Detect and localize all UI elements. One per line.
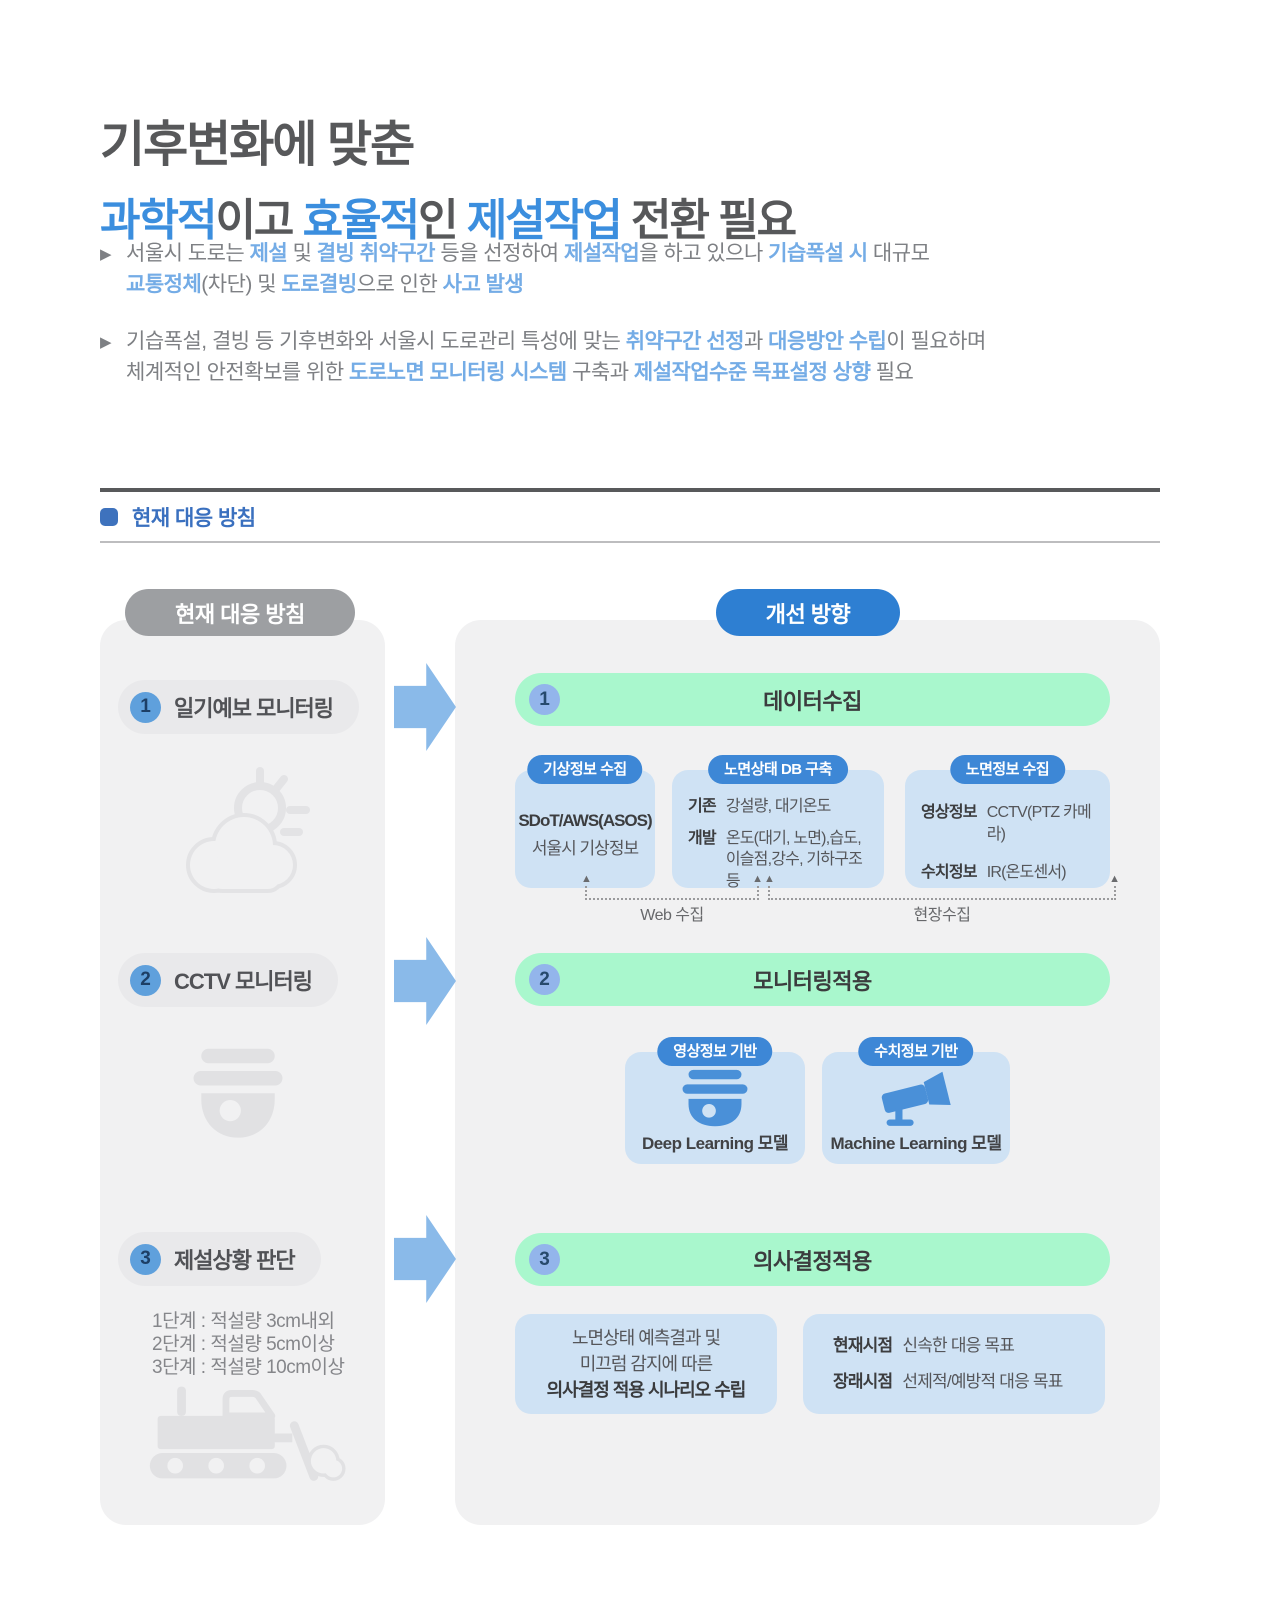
intro-bullet-2-text: 기습폭설, 결빙 등 기후변화와 서울시 도로관리 특성에 맞는 취약구간 선정… <box>126 330 986 384</box>
step-number-badge: 2 <box>529 964 560 995</box>
dome-camera-icon <box>682 1069 748 1126</box>
db-row-develop: 개발 온도(대기, 노면),습도, 이슬점,강수, 기하구조 등 <box>688 828 872 893</box>
intro-bullet-1-text: 서울시 도로는 제설 및 결빙 취약구간 등을 선정하여 제설작업을 하고 있으… <box>126 242 930 296</box>
snow-stage-list: 1단계 : 적설량 3cm내외 2단계 : 적설량 5cm이상 3단계 : 적설… <box>152 1310 345 1379</box>
policy-item-label: 제설상황 판단 <box>174 1248 296 1273</box>
scenario-line-bold: 의사결정 적용 시나리오 수립 <box>546 1380 747 1401</box>
bracket-label: 현장수집 <box>913 907 971 924</box>
divider-rule-top <box>100 488 1160 492</box>
current-policy-pill: 현재 대응 방침 <box>125 589 355 636</box>
row-value: 온도(대기, 노면),습도, 이슬점,강수, 기하구조 등 <box>725 829 863 890</box>
policy-item-cctv: 2 CCTV 모니터링 <box>118 953 338 1007</box>
step-title: 데이터수집 <box>763 688 862 714</box>
web-collection-bracket: ▲ ▲ Web 수집 <box>581 874 763 925</box>
weather-data-source: SDoT/AWS(ASOS) <box>518 811 652 830</box>
intro-bullet-1: ▶ 서울시 도로는 제설 및 결빙 취약구간 등을 선정하여 제설작업을 하고 … <box>100 238 1195 300</box>
goal-row-future: 장래시점 선제적/예방적 대응 목표 <box>833 1371 1105 1394</box>
arrow-up-icon: ▲ <box>1109 873 1120 885</box>
triangle-bullet-icon: ▶ <box>100 246 112 263</box>
scenario-line: 노면상태 예측결과 및 <box>571 1327 721 1348</box>
row-label: 수치정보 <box>921 864 977 882</box>
box-badge: 노면정보 수집 <box>949 755 1066 784</box>
item-number-badge: 3 <box>130 1243 161 1275</box>
page-title-line1: 기후변화에 맞춘 <box>100 117 415 172</box>
box-badge: 수치정보 기반 <box>858 1037 974 1066</box>
box-badge: 노면상태 DB 구축 <box>708 755 848 784</box>
row-value: 신속한 대응 목표 <box>902 1335 1015 1355</box>
divider-rule-bottom <box>100 541 1160 543</box>
box-badge: 영상정보 기반 <box>657 1037 773 1066</box>
info-row-numeric: 수치정보 IR(온도센서) <box>921 862 1100 884</box>
snow-stage-3: 3단계 : 적설량 10cm이상 <box>152 1357 345 1378</box>
info-row-video: 영상정보 CCTV(PTZ 카메라) <box>921 802 1100 845</box>
deep-learning-box: 영상정보 기반 Deep Learning 모델 <box>625 1037 805 1164</box>
green-step-bar-3: 3 의사결정적용 <box>515 1233 1110 1286</box>
db-row-existing: 기존 강설량, 대기온도 <box>688 796 872 818</box>
row-label: 영상정보 <box>921 804 977 821</box>
scenario-box: 노면상태 예측결과 및 미끄럼 감지에 따른 의사결정 적용 시나리오 수립 <box>515 1314 777 1414</box>
intro-bullet-2: ▶ 기습폭설, 결빙 등 기후변화와 서울시 도로관리 특성에 맞는 취약구간 … <box>100 326 1195 388</box>
step-number-badge: 1 <box>529 684 560 715</box>
row-label: 기존 <box>688 798 717 815</box>
policy-item-label: CCTV 모니터링 <box>174 969 313 994</box>
snow-stage-1: 1단계 : 적설량 3cm내외 <box>152 1311 335 1332</box>
field-collection-bracket: ▲ ▲ 현장수집 <box>764 874 1120 925</box>
model-caption: Deep Learning 모델 <box>641 1134 789 1153</box>
flow-arrow-icon <box>394 1215 456 1303</box>
policy-item-label: 일기예보 모니터링 <box>174 696 334 721</box>
row-value: IR(온도센서) <box>986 864 1067 882</box>
policy-item-snow-judgement: 3 제설상황 판단 <box>118 1232 321 1286</box>
row-label: 개발 <box>688 829 717 847</box>
section-heading-label: 현재 대응 방침 <box>132 507 256 530</box>
box-badge: 기상정보 수집 <box>527 755 643 784</box>
cctv-dome-icon <box>193 1048 283 1138</box>
bracket-label: Web 수집 <box>640 907 704 924</box>
weather-sun-cloud-icon <box>186 767 310 893</box>
machine-learning-box: 수치정보 기반 Machine Learning 모델 <box>822 1037 1010 1164</box>
item-number-badge: 2 <box>130 964 161 996</box>
weather-data-desc: 서울시 기상정보 <box>531 839 639 858</box>
bullet-camera-icon <box>881 1071 951 1126</box>
scenario-line: 미끄럼 감지에 따른 <box>579 1353 713 1374</box>
row-label: 현재시점 <box>833 1335 893 1355</box>
section-bullet-icon <box>100 508 118 526</box>
step-title: 의사결정적용 <box>753 1248 872 1274</box>
policy-item-weather: 1 일기예보 모니터링 <box>118 680 360 734</box>
road-info-box: 노면정보 수집 영상정보 CCTV(PTZ 카메라) 수치정보 IR(온도센서) <box>905 755 1110 888</box>
arrow-up-icon: ▲ <box>581 873 592 885</box>
step-title: 모니터링적용 <box>753 968 872 994</box>
goal-row-present: 현재시점 신속한 대응 목표 <box>833 1335 1105 1358</box>
snow-stage-2: 2단계 : 적설량 5cm이상 <box>152 1334 335 1355</box>
arrow-up-icon: ▲ <box>752 873 763 885</box>
item-number-badge: 1 <box>130 691 161 723</box>
section-heading: 현재 대응 방침 <box>100 502 256 532</box>
improvement-pill: 개선 방향 <box>716 589 900 636</box>
flow-arrow-icon <box>394 937 456 1025</box>
road-db-box: 노면상태 DB 구축 기존 강설량, 대기온도 개발 온도(대기, 노면),습도… <box>672 755 884 890</box>
model-caption: Machine Learning 모델 <box>830 1134 1002 1153</box>
row-label: 장래시점 <box>833 1371 893 1391</box>
row-value: CCTV(PTZ 카메라) <box>986 804 1092 843</box>
arrow-up-icon: ▲ <box>764 873 775 885</box>
step-number-badge: 3 <box>529 1244 560 1275</box>
triangle-bullet-icon: ▶ <box>100 334 112 351</box>
goal-box: 현재시점 신속한 대응 목표 장래시점 선제적/예방적 대응 목표 <box>803 1314 1105 1414</box>
snowplow-icon <box>149 1386 346 1481</box>
page-title-line2: 과학적이고 효율적인 제설작업 전환 필요 <box>100 195 797 245</box>
weather-data-box: 기상정보 수집 SDoT/AWS(ASOS) 서울시 기상정보 <box>515 755 655 888</box>
flow-arrow-icon <box>394 663 456 751</box>
green-step-bar-1: 1 데이터수집 <box>515 673 1110 726</box>
row-value: 강설량, 대기온도 <box>725 798 832 815</box>
row-value: 선제적/예방적 대응 목표 <box>902 1371 1063 1391</box>
green-step-bar-2: 2 모니터링적용 <box>515 953 1110 1006</box>
